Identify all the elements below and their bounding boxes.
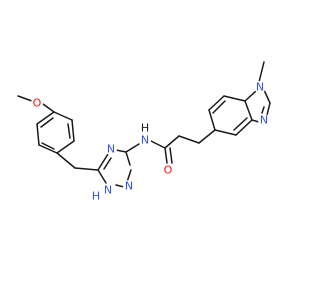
- svg-text:N: N: [260, 114, 268, 127]
- svg-text:O: O: [33, 97, 42, 110]
- atom-triazole-nh: N: [102, 184, 114, 197]
- atom-benzimidazole-n1: N: [254, 81, 266, 94]
- atom-benzimidazole-n3: N: [258, 114, 270, 127]
- atom-amide-nitrogen: N: [139, 134, 151, 147]
- svg-text:N: N: [125, 180, 133, 193]
- atom-triazole-nh-hydrogen: H: [90, 190, 102, 203]
- benzyl-linker: [56, 152, 99, 171]
- atom-amide-oxygen: O: [162, 164, 174, 177]
- methoxy-group: [17, 95, 55, 113]
- benzimidazole-benzene-ring: [208, 95, 253, 136]
- methoxyphenyl-ring: [36, 111, 75, 154]
- svg-text:H: H: [141, 122, 149, 135]
- svg-text:N: N: [107, 143, 115, 156]
- atom-triazole-n2: N: [105, 143, 117, 156]
- imidazole-ring: [244, 61, 271, 123]
- atom-methoxy-oxygen: O: [31, 97, 43, 110]
- svg-text:O: O: [164, 164, 173, 177]
- atom-triazole-n4: N: [123, 180, 135, 193]
- molecule-canvas: O N N N H N H O N N: [17, 61, 271, 203]
- svg-text:H: H: [92, 190, 100, 203]
- atom-amide-hydrogen: H: [139, 122, 151, 135]
- svg-text:N: N: [104, 184, 112, 197]
- svg-text:N: N: [141, 134, 149, 147]
- amide-group: [125, 129, 216, 164]
- svg-text:N: N: [256, 81, 264, 94]
- molecule-structure: O N N N H N H O N N: [17, 61, 271, 203]
